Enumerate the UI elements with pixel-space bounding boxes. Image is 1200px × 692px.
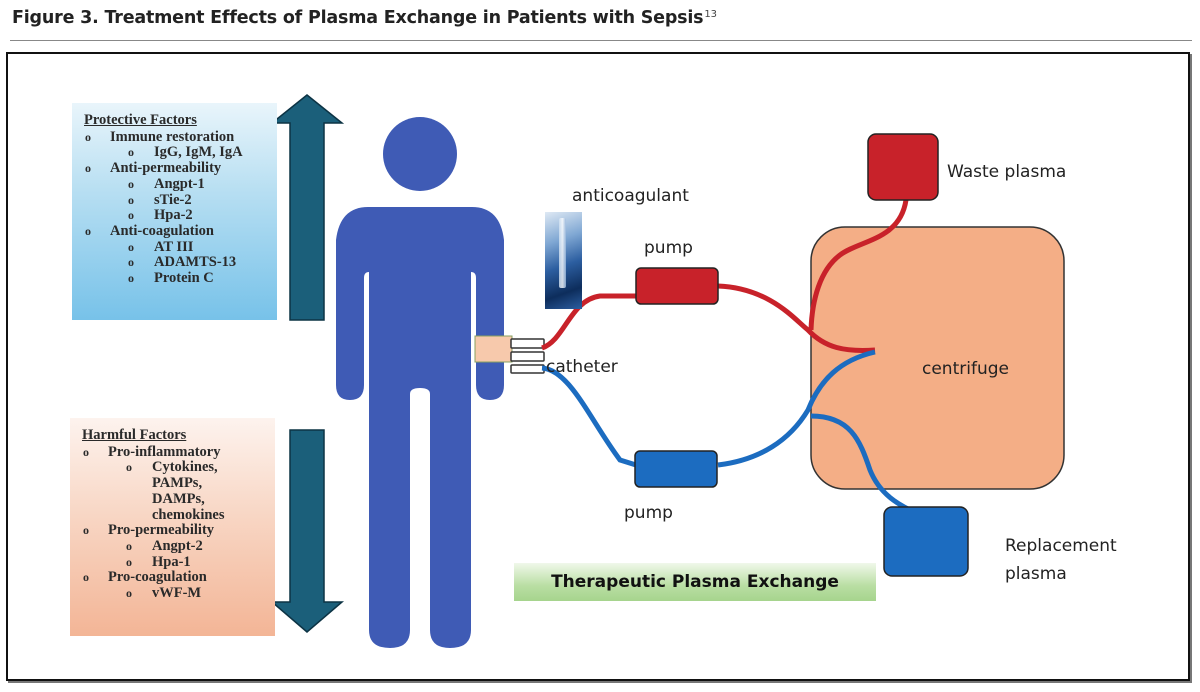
- list-item: Angpt-2: [82, 538, 267, 555]
- waste-plasma-bag: [867, 133, 939, 201]
- catheter-lumen-third: [510, 364, 545, 374]
- waste-plasma-label: Waste plasma: [947, 162, 1067, 182]
- replacement-plasma-bag: [883, 506, 969, 577]
- list-item: Immune restoration: [84, 129, 269, 146]
- anticoagulant-label: anticoagulant: [572, 186, 689, 206]
- list-item: Pro-coagulation: [82, 570, 267, 586]
- catheter-label: catheter: [546, 357, 618, 377]
- catheter-band: [474, 335, 513, 363]
- list-item: Anti-permeability: [84, 160, 269, 177]
- blue-return-line: [541, 349, 912, 513]
- reference-superscript: 13: [704, 9, 717, 20]
- centrifuge-label: centrifuge: [922, 359, 1009, 379]
- catheter-lumen-upper: [510, 338, 545, 349]
- list-item: IgG, IgM, IgA: [84, 145, 269, 161]
- down-arrow-icon: [269, 429, 345, 633]
- list-item: Cytokines,: [82, 460, 267, 476]
- pump-bottom-label: pump: [624, 503, 673, 523]
- up-arrow-icon: [269, 94, 345, 321]
- list-item: vWF-M: [82, 585, 267, 602]
- figure-title-text: Figure 3. Treatment Effects of Plasma Ex…: [12, 8, 704, 28]
- list-item: Hpa-1: [82, 554, 267, 571]
- harmful-factors-box: Harmful Factors Pro-inflammatory Cytokin…: [70, 418, 275, 636]
- list-item: AT III: [84, 239, 269, 256]
- list-item: sTie-2: [84, 192, 269, 209]
- pump-blue: [634, 450, 718, 488]
- list-item: Anti-coagulation: [84, 223, 269, 240]
- list-item: Protein C: [84, 270, 269, 287]
- list-item: ADAMTS-13: [84, 255, 269, 271]
- list-item-continued: chemokines: [152, 506, 225, 523]
- anticoagulant-syringe-icon: [545, 212, 582, 309]
- list-item: Pro-permeability: [82, 523, 267, 539]
- centrifuge-box: [810, 226, 1065, 490]
- title-divider: [10, 40, 1192, 41]
- red-outflow-line: [540, 199, 909, 353]
- protective-factors-list: Immune restoration IgG, IgM, IgA Anti-pe…: [84, 129, 269, 287]
- person-icon: [336, 117, 504, 648]
- list-item: Angpt-1: [84, 176, 269, 193]
- protective-factors-heading: Protective Factors: [84, 112, 197, 128]
- catheter-lumen-lower: [510, 351, 545, 362]
- harmful-factors-list: Pro-inflammatory Cytokines, PAMPs, DAMPs…: [82, 444, 267, 602]
- figure-title: Figure 3. Treatment Effects of Plasma Ex…: [12, 8, 717, 28]
- list-item-continued: PAMPs,: [152, 475, 203, 492]
- banner-text: Therapeutic Plasma Exchange: [551, 572, 839, 592]
- protective-factors-box: Protective Factors Immune restoration Ig…: [72, 103, 277, 320]
- replacement-plasma-label-line2: plasma: [1005, 564, 1067, 584]
- replacement-plasma-label-line1: Replacement: [1005, 536, 1117, 556]
- harmful-factors-heading: Harmful Factors: [82, 427, 187, 443]
- list-item: Pro-inflammatory: [82, 444, 267, 461]
- list-item: Hpa-2: [84, 208, 269, 224]
- pump-red: [635, 267, 719, 305]
- pump-top-label: pump: [644, 238, 693, 258]
- list-item-continued: DAMPs,: [152, 490, 205, 507]
- therapeutic-plasma-exchange-banner: Therapeutic Plasma Exchange: [514, 563, 876, 601]
